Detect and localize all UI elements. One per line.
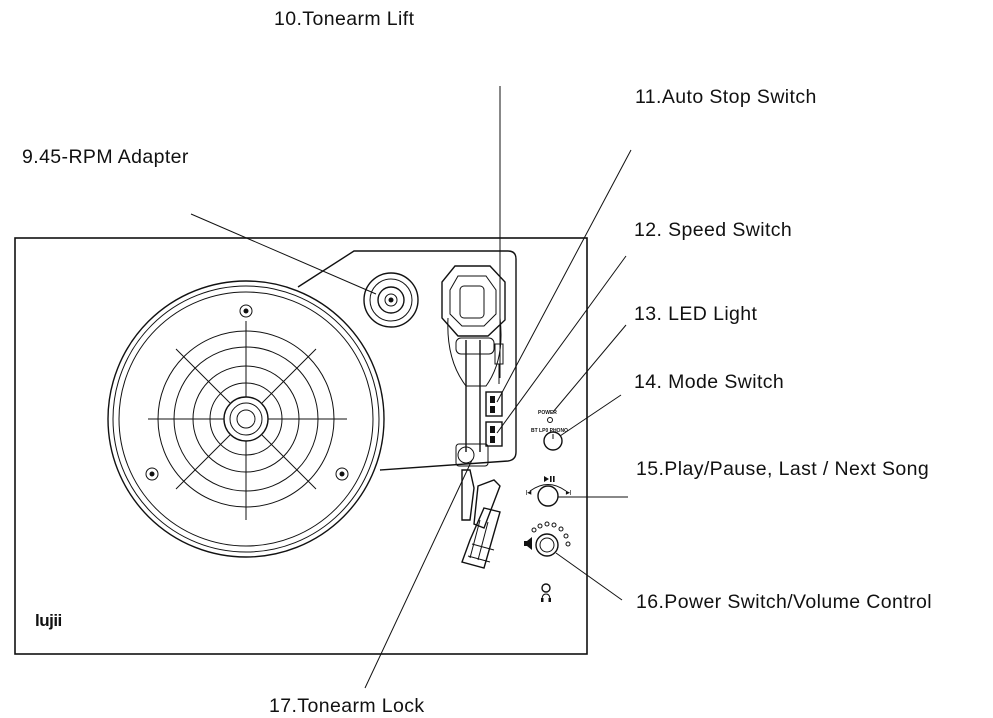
platter-screw [145, 467, 159, 481]
label-power-volume: 16.Power Switch/Volume Control [636, 591, 932, 613]
tonearm [441, 265, 506, 569]
label-tonearm-lift: 10.Tonearm Lift [274, 8, 415, 30]
volume-indicator-dots [531, 521, 571, 547]
headphone-icon [541, 583, 551, 602]
platter [107, 280, 385, 558]
platter-screw [335, 467, 349, 481]
rpm-adapter [363, 272, 419, 328]
leader-tonearm-lock [364, 459, 473, 689]
power-led-label: POWER [538, 410, 557, 416]
previous-track-icon: |◀ [526, 490, 531, 496]
label-auto-stop-switch: 11.Auto Stop Switch [635, 86, 817, 108]
control-panel: POWER BT LP0 PHONO |◀ ▶| [524, 410, 572, 602]
tonearm-lift [494, 343, 504, 384]
label-mode-switch: 14. Mode Switch [634, 371, 784, 393]
leader-mode-switch [559, 394, 622, 437]
mode-switch-knob[interactable] [543, 431, 563, 451]
label-tonearm-lock: 17.Tonearm Lock [269, 695, 425, 717]
next-track-icon: ▶| [565, 490, 572, 496]
brand-logo: lujii [35, 611, 62, 630]
tonearm-deck [297, 250, 517, 471]
label-rpm-adapter: 9.45-RPM Adapter [22, 146, 189, 168]
mode-labels: BT LP0 PHONO [531, 428, 568, 434]
leader-auto-stop [496, 149, 632, 403]
speed-switch [485, 421, 503, 447]
platter-screw [239, 304, 253, 318]
label-play-pause: 15.Play/Pause, Last / Next Song [636, 458, 929, 480]
leader-rpm-adapter [190, 213, 377, 295]
leader-led-light [552, 324, 627, 413]
led-light [547, 417, 553, 423]
play-pause-knob[interactable] [537, 485, 559, 507]
power-volume-knob[interactable] [535, 533, 559, 557]
play-pause-icon [544, 476, 555, 482]
volume-icon [524, 537, 532, 550]
label-led-light: 13. LED Light [634, 303, 758, 325]
label-speed-switch: 12. Speed Switch [634, 219, 792, 241]
leader-speed-switch [496, 255, 627, 434]
auto-stop-switch [485, 391, 503, 417]
leader-power-volume [555, 552, 623, 601]
leader-lines [190, 86, 632, 689]
